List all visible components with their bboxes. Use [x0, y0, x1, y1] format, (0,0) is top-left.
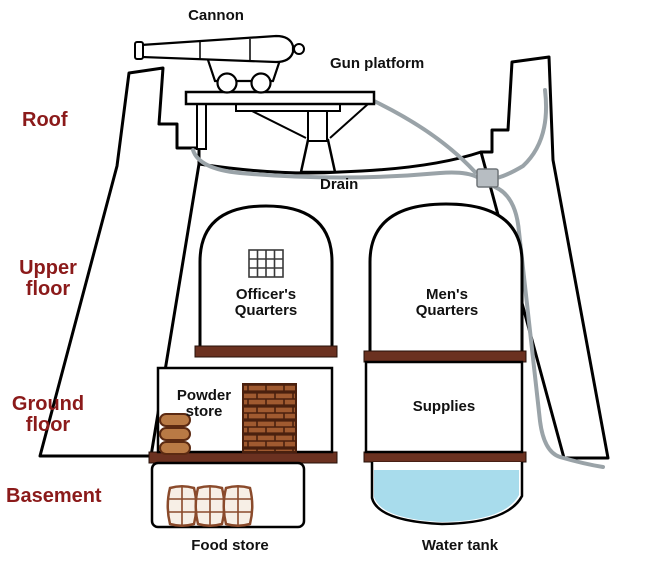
powder-kegs — [159, 413, 191, 455]
water-tank-label: Water tank — [421, 537, 499, 554]
platform-brace-left — [251, 110, 307, 139]
food-store-label: Food store — [191, 537, 269, 554]
drain-pipe — [191, 88, 605, 469]
powder-store-label: Powder store — [176, 387, 232, 421]
cannon-wheel-left — [216, 72, 238, 94]
supplies-room — [364, 360, 524, 454]
ground-floor-label: Ground floor — [11, 393, 85, 436]
drain-pipe-roof-run — [191, 148, 479, 180]
platform-pedestal — [299, 138, 337, 174]
drain-label: Drain — [320, 176, 359, 193]
right-wall — [479, 55, 610, 460]
officers-quarters-label: Officer's Quarters — [234, 286, 298, 320]
cannon-muzzle — [134, 41, 144, 60]
cannon-barrel — [139, 34, 295, 64]
cannon-knob — [293, 43, 305, 55]
upper-floor-label: Upper floor — [19, 257, 77, 300]
drain-pipe-parapet-run — [495, 88, 549, 180]
drain-collector-box — [476, 168, 499, 188]
food-store-barrels — [166, 485, 254, 527]
slab-upper-left — [194, 345, 338, 358]
gun-platform-label: Gun platform — [330, 55, 425, 72]
drain-pipe-platform-run — [372, 99, 477, 174]
drain-pipe-downpipe — [493, 185, 605, 469]
supplies-label: Supplies — [412, 398, 476, 415]
roof-label: Roof — [22, 109, 68, 131]
platform-pivot-post — [307, 110, 328, 142]
slab-upper-right — [363, 350, 527, 363]
water-fill — [374, 470, 519, 522]
cannon-wheel-right — [250, 72, 272, 94]
window-grid-icon — [248, 249, 284, 278]
gun-platform-structure — [184, 90, 376, 174]
slab-lower-right — [363, 451, 527, 463]
cannon-drawing — [134, 34, 305, 94]
mens-quarters-vault — [368, 202, 524, 351]
platform-support-left — [196, 103, 207, 150]
mens-quarters-label: Men's Quarters — [415, 286, 479, 320]
platform-beam-main — [184, 90, 376, 106]
tower-outline — [38, 55, 610, 460]
cannon-label: Cannon — [188, 7, 244, 24]
roof-surface — [198, 150, 482, 175]
powder-stack — [242, 383, 297, 453]
basement-label: Basement — [6, 485, 102, 507]
platform-brace-right — [329, 103, 369, 139]
